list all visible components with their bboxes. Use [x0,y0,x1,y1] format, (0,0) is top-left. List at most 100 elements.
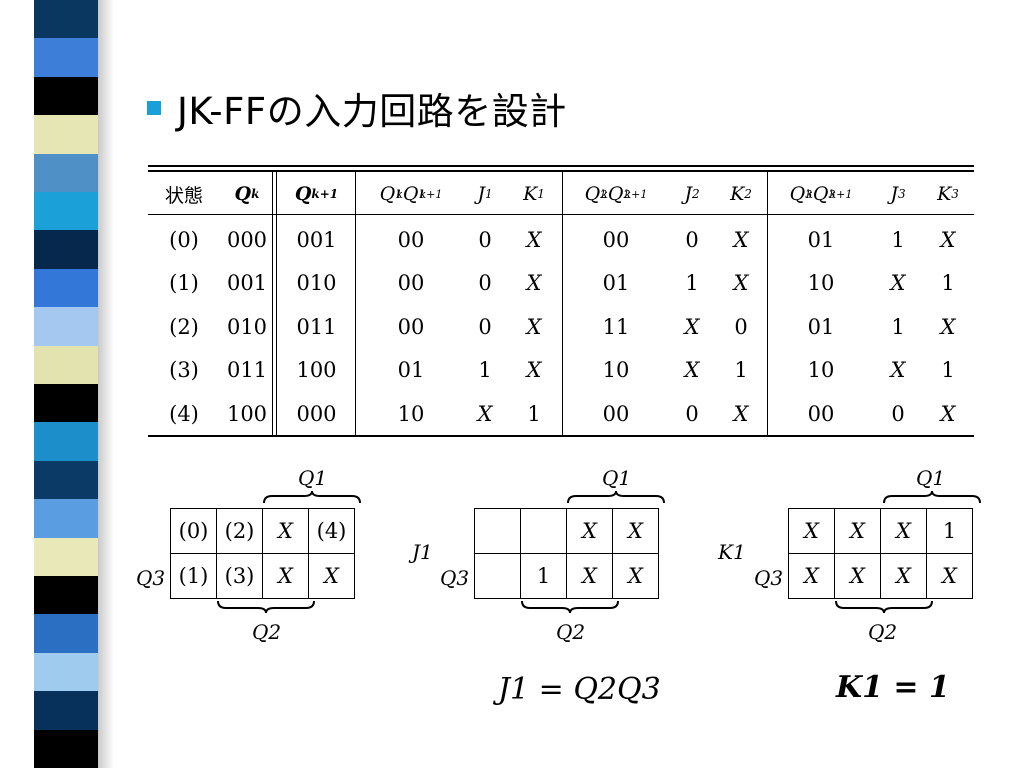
table-vline [562,172,563,435]
kmap-cell: X [834,553,881,599]
table-cell: 1 [685,271,699,296]
table-cell: 0 [891,401,905,426]
kmap-j1-q3-label: Q3 [440,566,470,590]
table-cell: (3) [169,358,199,383]
table-vline [355,172,356,435]
table-cell: X [940,227,956,252]
table-cell: (0) [169,227,199,252]
table-cell: 1 [891,227,905,252]
stripe-segment [34,38,98,78]
table-cell: X [733,401,749,426]
table-cell: 011 [296,314,337,339]
table-cell: X [890,358,906,383]
stripe-segment [34,460,98,500]
kmap-states-q3-label: Q3 [136,566,166,590]
table-cell: 00 [397,314,425,339]
table-cell: 0 [478,271,492,296]
table-cell: 0 [478,227,492,252]
kmap-cell: X [566,553,613,599]
table-cell: 1 [734,358,748,383]
table-cell: 000 [226,227,268,252]
table-cell: 010 [226,314,268,339]
table-cell: X [526,227,542,252]
header-state: 状態 [148,176,220,212]
table-cell: 10 [397,401,425,426]
kmap-j1-q2-label: Q2 [556,620,586,644]
kmap-cell: X [788,553,835,599]
stripe-segment [34,729,98,768]
table-cell: X [940,401,956,426]
kmap-cell: X [880,508,927,554]
square-bullet-icon [147,101,161,115]
table-cell: 00 [397,271,425,296]
header-state-label: 状態 [164,184,203,207]
kmap-cell: X [834,508,881,554]
table-cell: X [733,271,749,296]
table-cell: X [733,227,749,252]
table-cell: 011 [226,358,268,383]
decorative-stripe-bar [34,0,98,768]
kmap-cell: X [308,553,355,599]
kmap-cell: X [612,553,659,599]
kmap-k1-q2-brace [835,600,933,614]
table-cell: X [684,358,700,383]
stripe-segment [34,691,98,731]
table-bottom-rule [148,435,974,437]
table-cell: X [940,314,956,339]
kmap-j1-q2-brace [521,600,619,614]
kmap-states-q2-brace [217,600,315,614]
equation-k1: K1 = 1 [836,670,950,705]
equation-j1: J1 = Q2Q3 [498,672,661,707]
table-cell: 1 [941,271,955,296]
table-vline [276,172,277,435]
table-cell: 0 [685,227,699,252]
table-cell: 01 [807,314,835,339]
kmap-k1-q2-label: Q2 [868,620,898,644]
table-cell: 00 [602,227,630,252]
table-cell: 100 [296,358,337,383]
table-top-rule-1 [148,165,974,167]
table-vline [272,172,273,435]
kmap-cell: (4) [308,508,355,554]
table-cell: X [526,358,542,383]
kmap-cell: X [262,553,309,599]
table-cell: 000 [296,401,337,426]
kmap-cell: X [612,508,659,554]
table-top-rule-2 [148,170,974,172]
table-cell: X [890,271,906,296]
table-cell: 01 [602,271,630,296]
table-cell: X [477,401,493,426]
stripe-segment [34,384,98,423]
kmap-cell [474,508,521,554]
table-cell: 001 [226,271,268,296]
kmap-cell: X [566,508,613,554]
stripe-segment [34,537,98,577]
table-cell: 1 [941,358,955,383]
kmap-j1-name: J1 [412,540,433,564]
kmap-cell: X [788,508,835,554]
kmap-states-q1-brace [263,490,361,504]
kmap-cell: X [262,508,309,554]
table-cell: 010 [296,271,337,296]
slide-title: JK-FFの入力回路を設計 [177,90,567,133]
table-cell: 0 [478,314,492,339]
table-cell: 1 [527,401,541,426]
kmap-cell: (3) [216,553,263,599]
table-cell: 10 [807,271,835,296]
stripe-segment [34,115,98,155]
stripe-segment [34,0,98,39]
kmap-k1-q1-label: Q1 [916,466,946,490]
table-cell: X [526,314,542,339]
table-cell: (2) [169,314,199,339]
table-header-rule [148,214,974,215]
table-cell: 00 [397,227,425,252]
kmap-cell: X [926,553,973,599]
